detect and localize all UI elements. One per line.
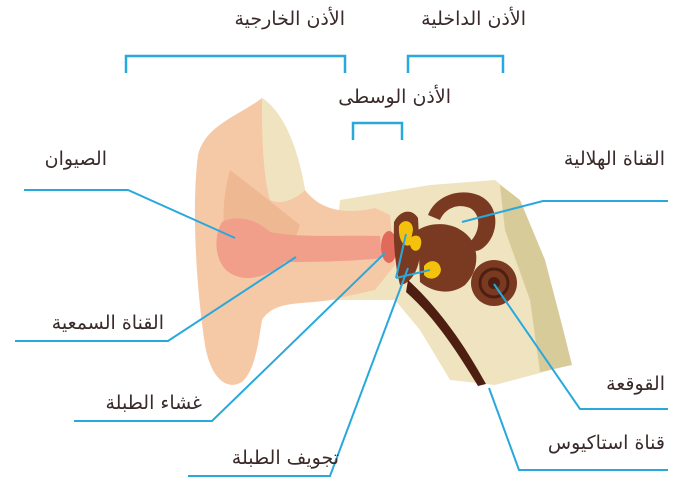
label-tympanic-cavity: تجويف الطبلة	[232, 449, 339, 468]
label-ear-canal: القناة السمعية	[52, 314, 164, 333]
label-inner-ear: الأذن الداخلية	[421, 10, 526, 29]
pinna-fold	[262, 98, 305, 202]
cochlea-core	[488, 277, 500, 289]
eustachian-tube-leader	[489, 388, 668, 470]
label-eustachian-tube: قناة استاكيوس	[548, 434, 665, 453]
label-outer-ear: الأذن الخارجية	[234, 10, 345, 29]
middle-ear-bracket	[353, 123, 402, 140]
label-cochlea: القوقعة	[606, 375, 665, 394]
label-eardrum: غشاء الطبلة	[105, 394, 202, 413]
label-semicircular-canal: القناة الهلالية	[564, 150, 665, 169]
inner-ear-bracket	[408, 56, 503, 73]
outer-ear-bracket	[126, 56, 345, 73]
label-pinna: الصيوان	[45, 150, 107, 169]
label-middle-ear: الأذن الوسطى	[338, 88, 451, 107]
